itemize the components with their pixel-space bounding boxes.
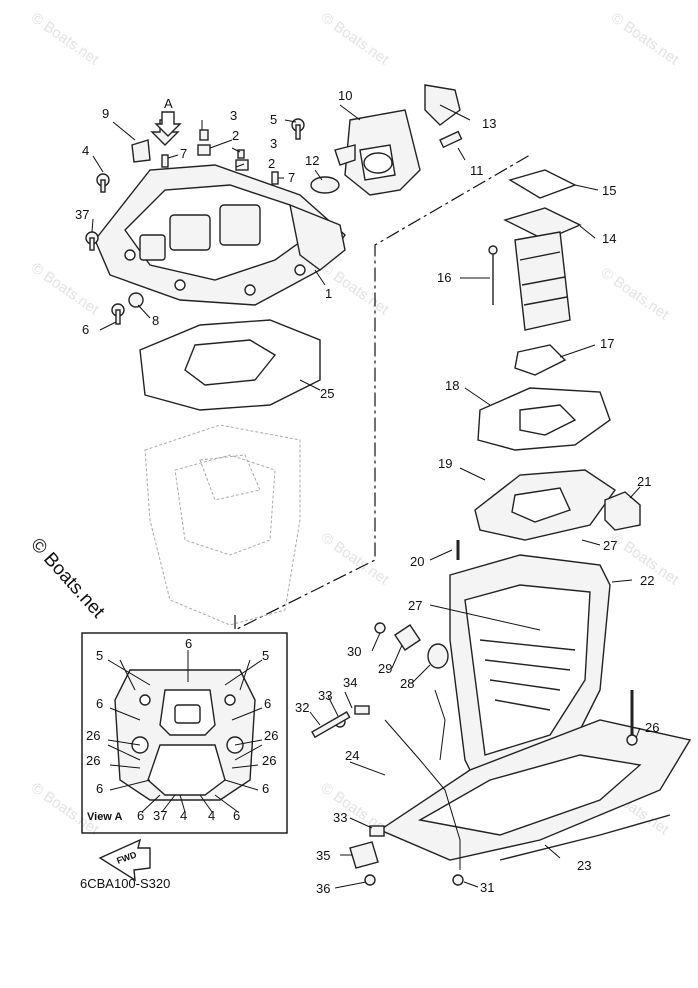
- view-part-label: 6: [96, 696, 103, 711]
- part-label: 27: [408, 598, 422, 613]
- exhaust-guide-outline: [144, 424, 301, 626]
- part-label: 18: [445, 378, 459, 393]
- view-part-label: 26: [264, 728, 278, 743]
- leader-lines: [91, 104, 641, 889]
- part-label: 30: [347, 644, 361, 659]
- part-label: 4: [82, 143, 89, 158]
- part-label: 33: [333, 810, 347, 825]
- part-label: 10: [338, 88, 352, 103]
- part-label: 9: [102, 106, 109, 121]
- view-part-label: 4: [180, 808, 187, 823]
- part-label: 6: [82, 322, 89, 337]
- part-label: 22: [640, 573, 654, 588]
- part-label: 8: [152, 313, 159, 328]
- view-part-label: 4: [208, 808, 215, 823]
- upper-casing: [94, 164, 346, 306]
- part-label: 17: [600, 336, 614, 351]
- part-labels: 9 4 37 6 8 3 2 3 2 7 7 5 10 12 13 11 1 2…: [75, 88, 659, 896]
- view-part-label: 26: [262, 753, 276, 768]
- view-part-label: 6: [137, 808, 144, 823]
- part-label: 27: [603, 538, 617, 553]
- view-part-label: 6: [233, 808, 240, 823]
- part-label: 31: [480, 880, 494, 895]
- view-label: View A: [87, 811, 123, 823]
- gasket-25: [139, 319, 321, 411]
- view-part-label: 26: [86, 753, 100, 768]
- copyright-text: © Boats.net: [26, 534, 109, 623]
- part-label: 13: [482, 116, 496, 131]
- exhaust-muffler: [310, 84, 463, 196]
- view-a-labels: 5 5 6 6 6 26 26 26 26 6 6 6 37 4 4 6: [86, 636, 278, 823]
- part-label: 3: [270, 136, 277, 151]
- watermark: © Boats.net: [28, 259, 103, 318]
- exhaust-parts-right: [474, 169, 641, 541]
- view-arrow: A: [154, 96, 182, 137]
- view-a-inset: [81, 632, 288, 834]
- view-part-label: 6: [262, 781, 269, 796]
- part-label: 2: [232, 128, 239, 143]
- part-label: 3: [230, 108, 237, 123]
- lower-hardware: [311, 540, 638, 886]
- gasket-25-inner: [184, 339, 277, 386]
- part-label: 16: [437, 270, 451, 285]
- part-label: 23: [577, 858, 591, 873]
- part-label: 12: [305, 153, 319, 168]
- view-part-label: 26: [86, 728, 100, 743]
- part-label: 35: [316, 848, 330, 863]
- part-label: 36: [316, 881, 330, 896]
- watermark: © Boats.net: [598, 264, 673, 323]
- part-label: 26: [645, 720, 659, 735]
- view-part-label: 5: [96, 648, 103, 663]
- part-label: 21: [637, 474, 651, 489]
- view-part-label: 6: [264, 696, 271, 711]
- part-label: 37: [75, 207, 89, 222]
- section-boundary-line: [234, 154, 531, 631]
- watermark: © Boats.net: [28, 9, 103, 68]
- part-label: 14: [602, 231, 616, 246]
- part-label: 15: [602, 183, 616, 198]
- view-arrow-label: A: [164, 96, 173, 111]
- view-part-label: 6: [185, 636, 192, 651]
- part-label: 32: [295, 700, 309, 715]
- part-label: 25: [320, 386, 334, 401]
- watermark: © Boats.net: [318, 529, 393, 588]
- part-label: 7: [288, 170, 295, 185]
- view-part-label: 5: [262, 648, 269, 663]
- part-label: 5: [270, 112, 277, 127]
- part-label: 2: [268, 156, 275, 171]
- view-part-label: 6: [96, 781, 103, 796]
- diagram-code: 6CBA100-S320: [80, 876, 170, 891]
- watermark: © Boats.net: [608, 9, 683, 68]
- part-label: 1: [325, 286, 332, 301]
- view-part-label: 37: [153, 808, 167, 823]
- part-label: 11: [470, 163, 484, 178]
- fwd-arrow-icon: FWD: [98, 838, 151, 882]
- watermark: © Boats.net: [318, 9, 393, 68]
- part-label: 7: [180, 146, 187, 161]
- part-label: 20: [410, 554, 424, 569]
- watermark: © Boats.net: [28, 779, 103, 838]
- part-label: 29: [378, 661, 392, 676]
- part-label: 24: [345, 748, 359, 763]
- part-label: 28: [400, 676, 414, 691]
- part-label: 19: [438, 456, 452, 471]
- base-plate: [378, 719, 692, 861]
- part-label: 34: [343, 675, 357, 690]
- part-label: 33: [318, 688, 332, 703]
